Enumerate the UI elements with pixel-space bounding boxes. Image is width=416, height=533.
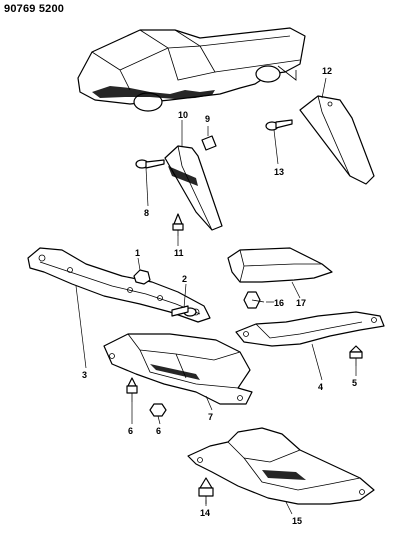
callout-5: 5 [352,378,357,388]
callout-8: 8 [144,208,149,218]
callout-10: 10 [178,110,188,120]
part-2-bolt [171,305,197,317]
part-14-bolt [198,477,214,504]
callout-2: 2 [182,274,187,284]
callout-labels: 12 10 9 13 8 11 1 2 3 17 16 4 5 6 6 7 14… [82,66,357,526]
part-16-bolt [243,291,265,309]
callout-7: 7 [208,412,213,422]
part-10-mud-flap [164,145,223,231]
part-11-bolt [172,213,184,236]
part-8-bolt [135,159,165,169]
callout-15: 15 [292,516,302,526]
callout-1: 1 [135,248,140,258]
callout-13: 13 [274,167,284,177]
callout-6a: 6 [128,426,133,436]
part-6-bolt-b [149,403,167,417]
part-12-mud-flap [299,95,375,185]
callout-17: 17 [296,298,306,308]
callout-16: 16 [274,298,284,308]
callout-3: 3 [82,370,87,380]
part-15-skid-plate [187,427,375,505]
diagram-reference-code: 90769 5200 [4,3,65,15]
part-6-bolt-a [126,377,138,402]
part-4-crossmember-bracket [235,311,385,347]
part-9-clip [201,135,217,151]
callout-4: 4 [318,382,323,392]
callout-11: 11 [174,248,184,258]
callout-14: 14 [200,508,210,518]
part-1-nut [133,269,151,285]
part-13-screw [265,119,293,131]
callout-6b: 6 [156,426,161,436]
callout-12: 12 [322,66,332,76]
part-5-bolt [349,345,363,366]
part-3-skid-bracket [27,247,211,323]
part-17-shield [227,247,333,283]
callout-9: 9 [205,114,210,124]
part-7-skid-plate [103,333,253,405]
leader-lines [75,77,357,515]
truck-illustration [77,27,306,112]
